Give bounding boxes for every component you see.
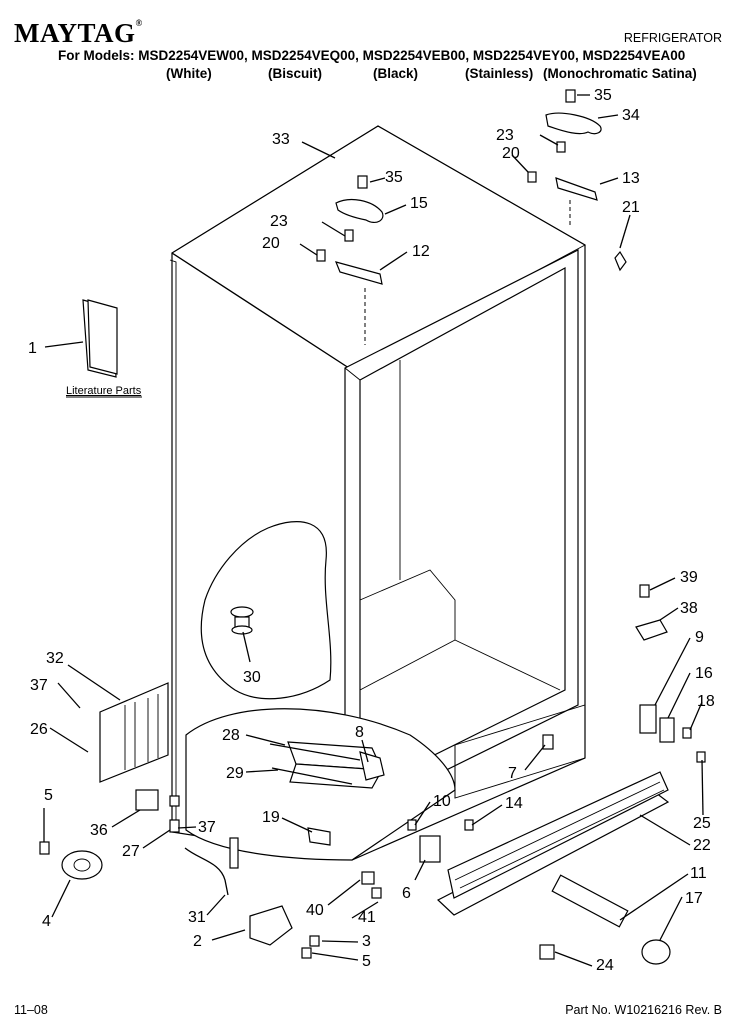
callout-label: 37 (30, 677, 48, 694)
callout-label: 7 (508, 765, 517, 782)
callout-label: 32 (46, 650, 64, 667)
callout-numbers: 35 34 23 33 20 13 35 15 21 23 20 12 1 39… (28, 87, 715, 974)
callout-label: 5 (44, 787, 53, 804)
callout-label: 26 (30, 721, 48, 738)
callout-label: 24 (596, 957, 614, 974)
variant-label: (Stainless) (465, 66, 534, 81)
condenser-fan-motor (39, 841, 103, 880)
callout-label: 5 (362, 953, 371, 970)
callout-label: 6 (402, 885, 411, 902)
drain-fitting (230, 606, 254, 635)
callout-label: 10 (433, 793, 451, 810)
callout-label: 37 (198, 819, 216, 836)
callout-label: 27 (122, 843, 140, 860)
callout-label: 2 (193, 933, 202, 950)
callout-label: 4 (42, 913, 51, 930)
models-line: For Models: MSD2254VEW00, MSD2254VEQ00, … (58, 48, 686, 63)
callout-label: 23 (270, 213, 288, 230)
callout-label: 29 (226, 765, 244, 782)
callout-label: 8 (355, 724, 364, 741)
drain-tube (184, 837, 239, 896)
callout-label: 40 (306, 902, 324, 919)
callout-label: 28 (222, 727, 240, 744)
roller-wheel (539, 874, 671, 965)
callout-label: 16 (695, 665, 713, 682)
variant-label: (Biscuit) (268, 66, 322, 81)
roller-assembly (361, 819, 474, 899)
callout-label: 3 (362, 933, 371, 950)
part-number: Part No. W10216216 Rev. B (565, 1003, 722, 1017)
brand-logo: MAYTAG® (14, 18, 143, 48)
base-grille (436, 771, 670, 916)
variant-label: (White) (166, 66, 212, 81)
door-stop-bracket (635, 584, 668, 641)
callout-label: 25 (693, 815, 711, 832)
callout-label: 20 (502, 145, 520, 162)
top-hinge-right (527, 89, 627, 272)
callout-label: 39 (680, 569, 698, 586)
leader-lines (43, 94, 704, 967)
callout-label: 41 (358, 909, 376, 926)
callout-label: 23 (496, 127, 514, 144)
callout-label: 18 (697, 693, 715, 710)
literature-booklet (66, 299, 142, 398)
callout-label: 35 (594, 87, 612, 104)
hinge-bracket-lower (135, 789, 180, 833)
callout-label: 13 (622, 170, 640, 187)
callout-label: 15 (410, 195, 428, 212)
callout-label: 36 (90, 822, 108, 839)
variant-label: (Monochromatic Satina) (543, 66, 697, 81)
top-hinge-left (316, 175, 384, 285)
callout-label: 34 (622, 107, 640, 124)
callout-label: 11 (690, 865, 707, 882)
callout-label: 38 (680, 600, 698, 617)
callout-label: 12 (412, 243, 430, 260)
variant-label: (Black) (373, 66, 419, 81)
callout-label: 22 (693, 837, 711, 854)
callout-label: 20 (262, 235, 280, 252)
product-category: REFRIGERATOR (623, 31, 722, 45)
callout-label: 17 (685, 890, 703, 907)
literature-parts-label: Literature Parts (66, 385, 142, 397)
callout-label: 30 (243, 669, 261, 686)
callout-label: 1 (28, 340, 37, 357)
callout-label: 31 (188, 909, 206, 926)
callout-label: 9 (695, 629, 704, 646)
leveling-bracket (249, 905, 320, 959)
callout-label: 14 (505, 795, 523, 812)
cutaway-panel-left (200, 521, 332, 700)
closing-cam-brackets (542, 704, 706, 763)
callout-label: 21 (622, 199, 640, 216)
rear-access-panel (99, 682, 169, 783)
condensate-pan-assembly (269, 741, 385, 846)
callout-label: 33 (272, 131, 290, 148)
revision-date: 11–08 (14, 1003, 48, 1017)
callout-label: 35 (385, 169, 403, 186)
callout-label: 19 (262, 809, 280, 826)
